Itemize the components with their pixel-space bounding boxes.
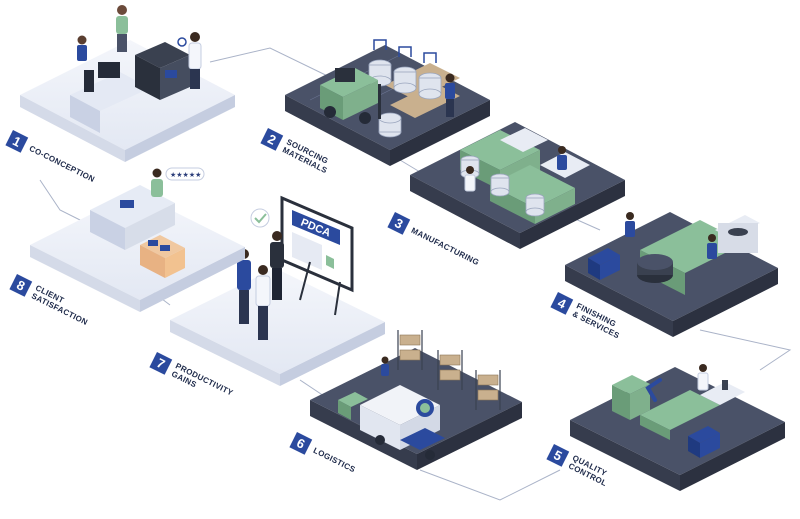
rating-stars: ★★★★★ [170,171,201,179]
step-label-6: 6 LOGISTICS [289,432,357,475]
step-title-1: CO-CONCEPTION [28,144,96,184]
step-title-3: MANUFACTURING [410,226,481,267]
platform-quality-control: 5 QUALITY CONTROL [546,364,785,491]
platform-finishing-services: 4 FINISHING & SERVICES [550,212,778,341]
step-label-2: 2 SOURCING MATERIALS [260,128,330,175]
platform-sourcing-materials: 2 SOURCING MATERIALS [260,39,490,175]
rating-bubble: ★★★★★ [165,167,205,181]
platform-productivity-gains: PDCA 7 PRODUCTIVITY GAINS [149,195,385,398]
pdca-board: PDCA [280,195,354,316]
platform-client-satisfaction: ★★★★★ 8 CLIENT SATISFACTION [9,167,245,327]
platform-co-conception: 1 CO-CONCEPTION [5,5,235,184]
step-title-6: LOGISTICS [312,446,357,475]
step-label-7: 7 PRODUCTIVITY GAINS [149,352,235,398]
platform-logistics: 6 LOGISTICS [289,330,522,475]
